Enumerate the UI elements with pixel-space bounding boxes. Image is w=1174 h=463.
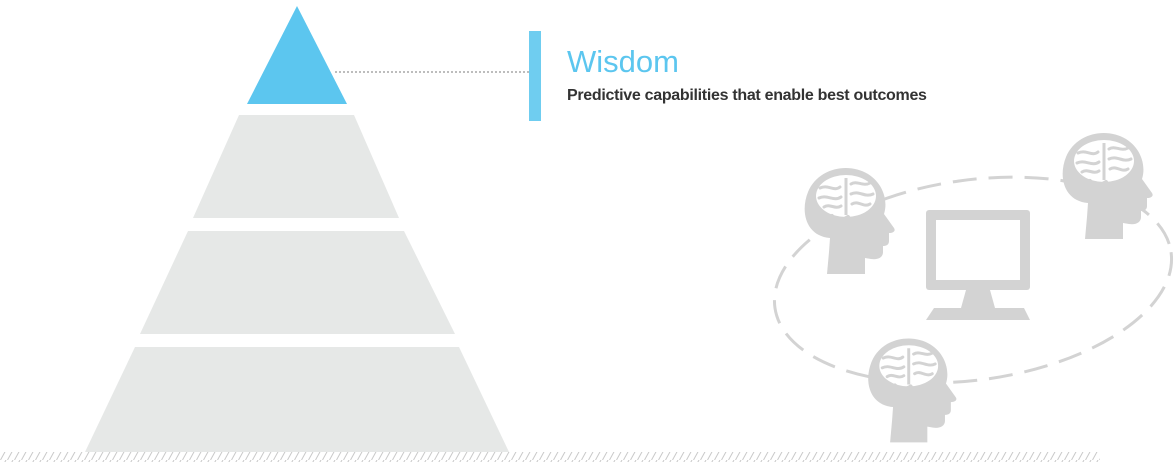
pyramid-level-information bbox=[140, 231, 455, 334]
dashed-cycle-ring bbox=[772, 175, 1174, 385]
head-brain-icon bbox=[1060, 131, 1155, 241]
pyramid bbox=[85, 6, 509, 452]
pyramid-level-knowledge bbox=[193, 115, 399, 218]
pyramid-level-wisdom bbox=[247, 6, 347, 104]
pyramid-level-data bbox=[85, 347, 509, 452]
callout-accent-bar bbox=[529, 31, 541, 121]
head-brain-icon bbox=[802, 166, 897, 276]
head-brain-icon bbox=[866, 336, 959, 445]
people-computer-network bbox=[772, 131, 1174, 445]
callout-title: Wisdom bbox=[567, 44, 679, 79]
computer-monitor-icon bbox=[926, 210, 1030, 320]
callout-description: Predictive capabilities that enable best… bbox=[567, 87, 927, 104]
ground-hatching bbox=[0, 452, 1100, 462]
